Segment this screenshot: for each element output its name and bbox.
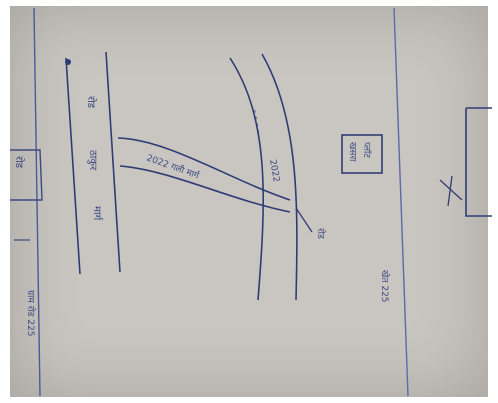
margin-box bbox=[10, 149, 43, 201]
plot-box bbox=[341, 134, 383, 174]
lane-line-bottom bbox=[119, 165, 291, 213]
pointer-line bbox=[295, 207, 313, 233]
site-label: प्लॉट bbox=[361, 142, 372, 158]
road-label-middle: ठाकुर bbox=[87, 150, 98, 171]
bottom-village-label: खेत 225 bbox=[379, 270, 391, 303]
pointer-label: रोड bbox=[315, 228, 327, 239]
box-label: खसरा bbox=[347, 142, 357, 162]
curve-dots: - - - - bbox=[249, 109, 264, 135]
road-line-right bbox=[105, 51, 121, 273]
road-label-top: रोड bbox=[85, 96, 97, 109]
road-start-dot bbox=[65, 59, 71, 65]
right-mark-strokes bbox=[439, 175, 463, 207]
right-margin-line bbox=[393, 7, 409, 397]
curve-mark: 2022 bbox=[267, 159, 281, 183]
curve-line-left bbox=[229, 57, 265, 301]
right-plot-outline bbox=[465, 107, 492, 217]
left-margin-line bbox=[33, 7, 41, 397]
road-label-bottom: मार्ग bbox=[91, 206, 103, 221]
lane-line-top bbox=[117, 137, 291, 201]
margin-top-label: रोड bbox=[13, 156, 25, 169]
margin-bottom-label: ग्राम रोड 225 bbox=[25, 290, 37, 337]
road-line-left bbox=[65, 57, 81, 275]
curve-line-right bbox=[261, 53, 298, 301]
